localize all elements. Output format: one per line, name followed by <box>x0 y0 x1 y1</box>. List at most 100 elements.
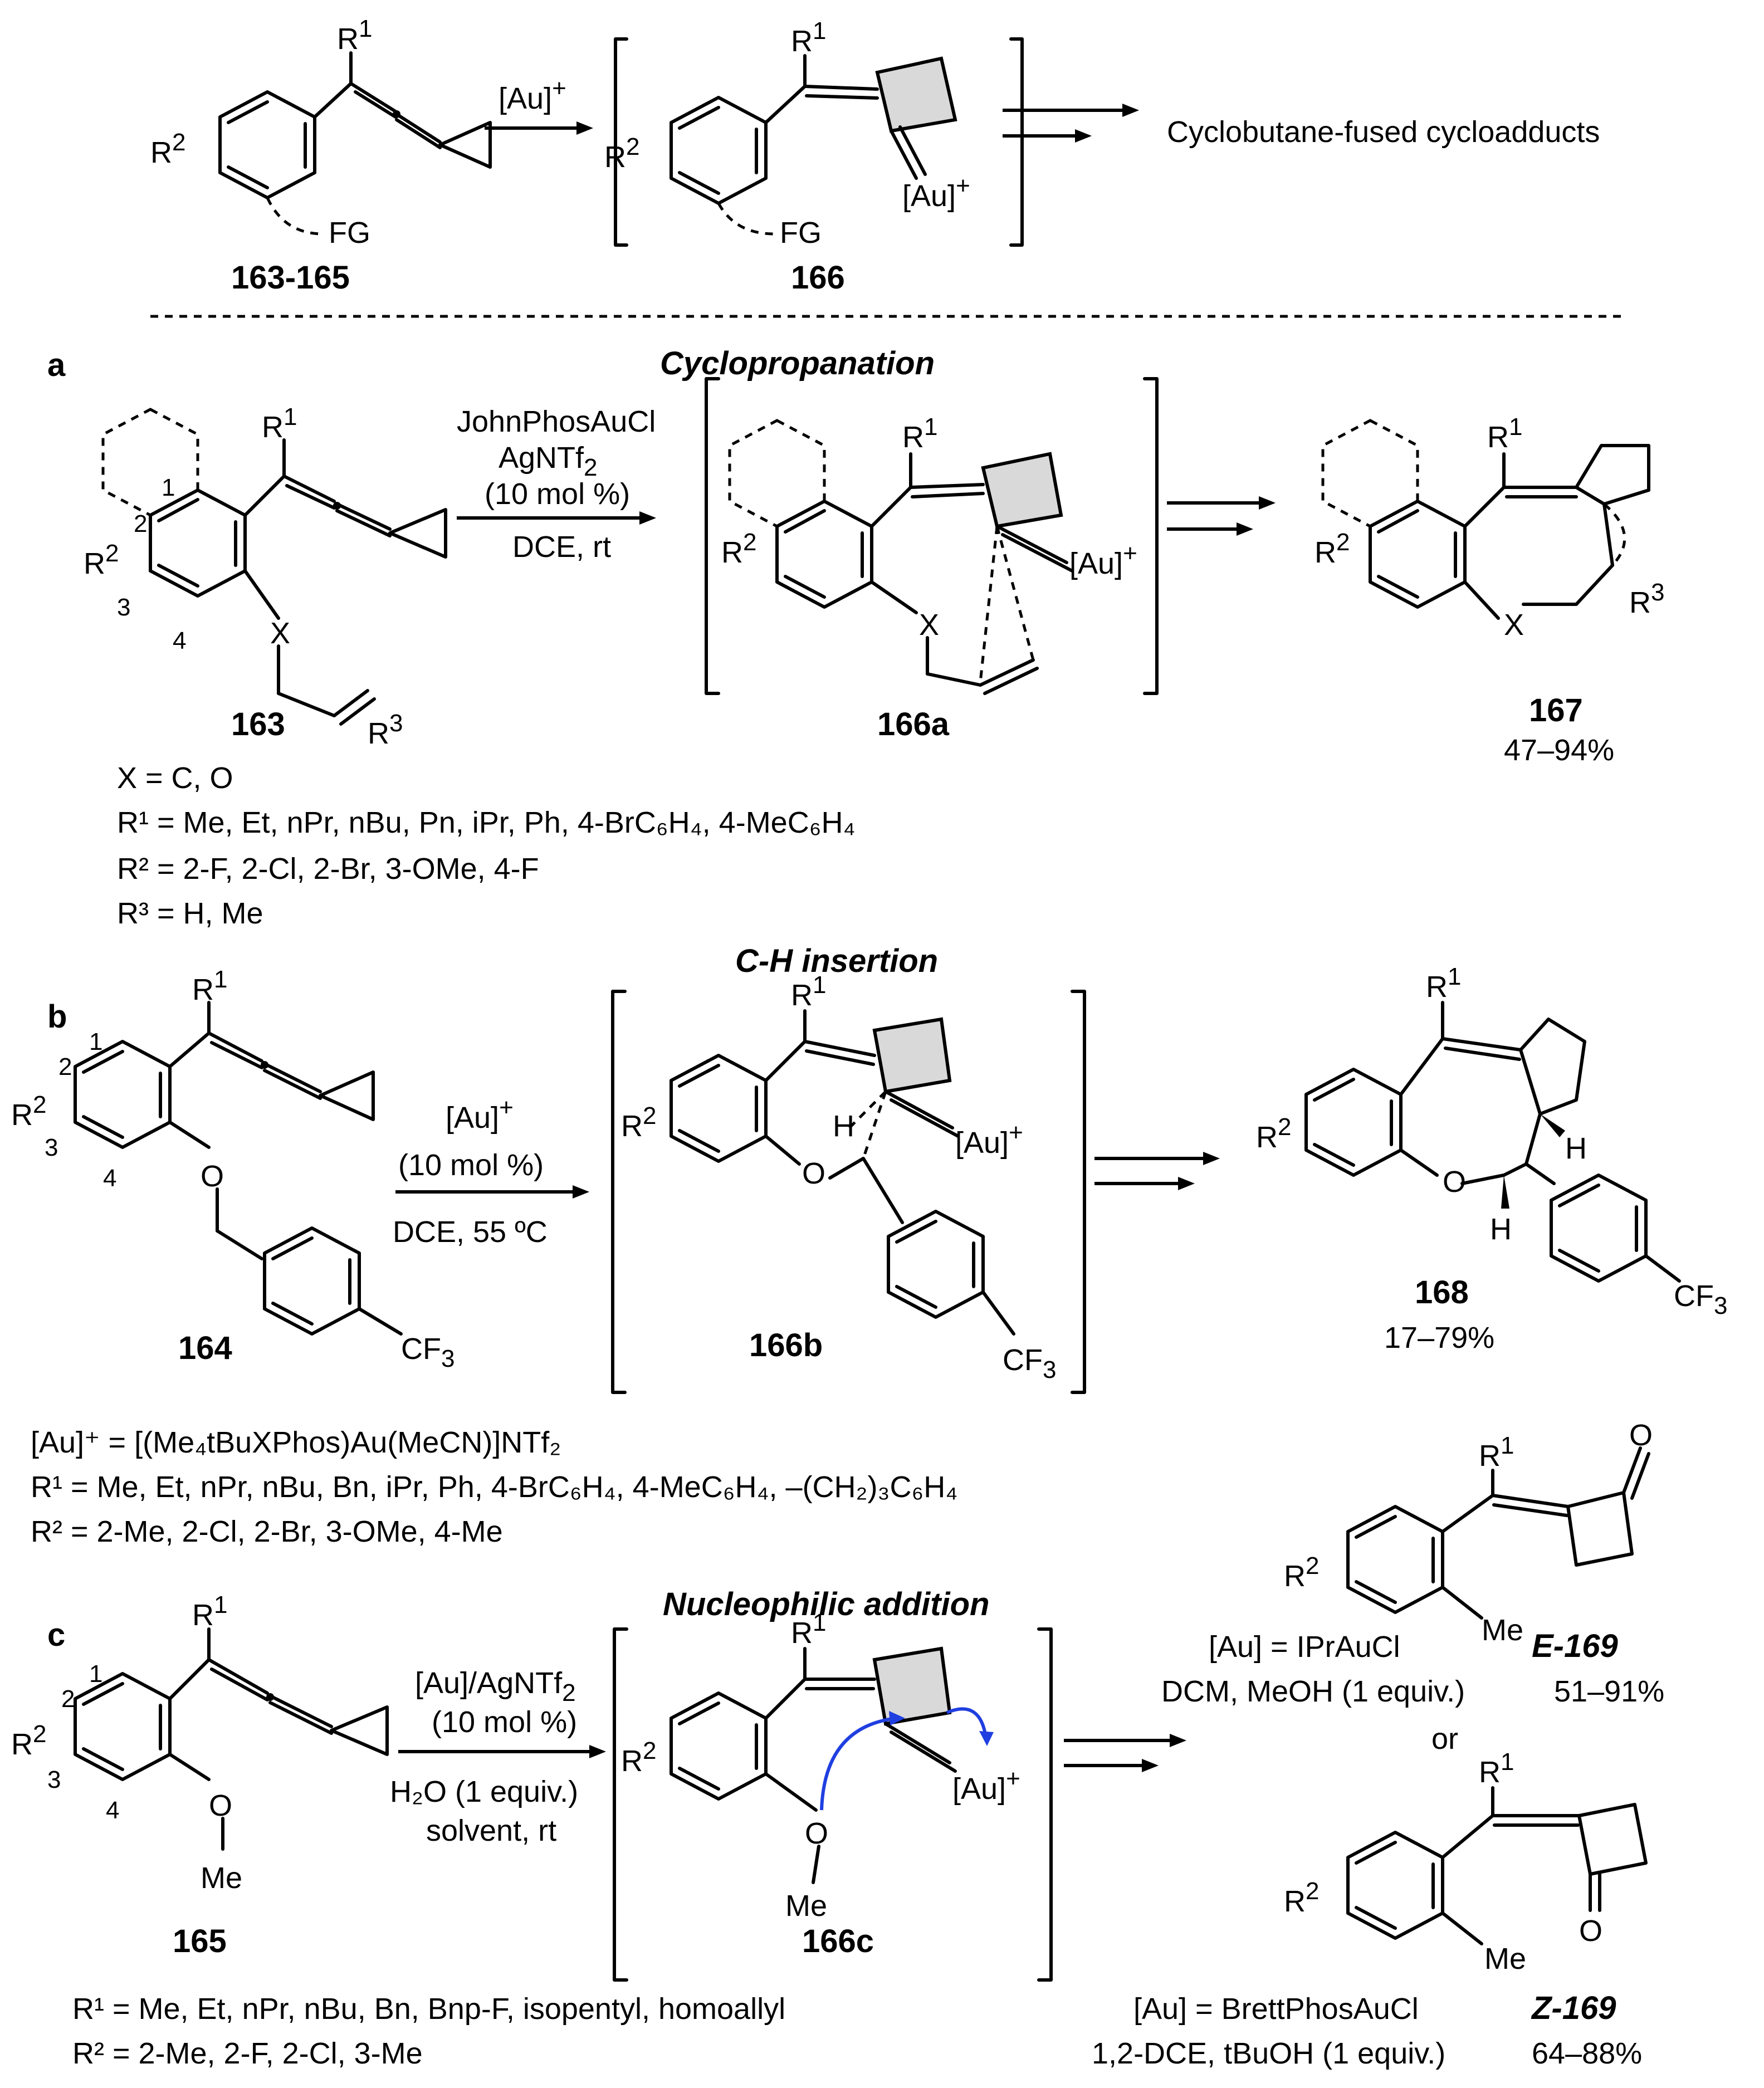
r1-scope-c: R¹ = Me, Et, nPr, nBu, Bn, Bnp-F, isopen… <box>72 1992 785 2026</box>
label-a: a <box>47 347 66 383</box>
me-label-e169: Me <box>1482 1613 1523 1647</box>
pos-1-c: 1 <box>89 1660 102 1688</box>
r1-label-166a: R1 <box>902 413 937 454</box>
cond-a-2: AgNTf2 <box>499 441 598 481</box>
r2-scope-a: R² = 2-F, 2-Cl, 2-Br, 3-OMe, 4-F <box>117 852 539 886</box>
pos-3-c: 3 <box>47 1766 61 1793</box>
e-cond-1: [Au] = IPrAuCl <box>1209 1630 1400 1664</box>
cond-b-2: (10 mol %) <box>398 1148 544 1182</box>
r1-label-e169: R1 <box>1479 1432 1514 1473</box>
r2-scope-b: R² = 2-Me, 2-Cl, 2-Br, 3-OMe, 4-Me <box>31 1515 503 1548</box>
top-scheme: FG R2 R1 163-165 [Au]+ FG R2 R1 [Au]+ 16… <box>150 15 1626 318</box>
yield-z169: 64–88% <box>1532 2037 1642 2070</box>
compound-164: 164 <box>178 1330 232 1366</box>
pos-2-c: 2 <box>61 1685 75 1713</box>
fg-label-166: FG <box>780 216 822 250</box>
yield-168: 17–79% <box>1384 1321 1494 1354</box>
r1-scope-a: R¹ = Me, Et, nPr, nBu, Pn, iPr, Ph, 4-Br… <box>117 806 856 839</box>
pos-3: 3 <box>117 594 130 621</box>
au-label-166c: [Au]+ <box>952 1765 1020 1806</box>
title-nucleophilic-addition: Nucleophilic addition <box>663 1586 989 1622</box>
au-label-166a: [Au]+ <box>1069 540 1137 580</box>
part-c: c Nucleophilic addition O Me R1 R2 2 1 3… <box>11 1419 1664 2070</box>
au-label-166b: [Au]+ <box>955 1119 1023 1160</box>
o-label-166c: O <box>805 1817 828 1850</box>
r1-label-168: R1 <box>1426 963 1461 1004</box>
r3-label-167: R3 <box>1629 579 1664 619</box>
me-label-166c: Me <box>785 1889 827 1923</box>
o-label-z169: O <box>1579 1914 1602 1948</box>
r1-label-166: R1 <box>791 17 826 58</box>
cond-c-1: [Au]/AgNTf2 <box>415 1666 576 1706</box>
r1-label-163: R1 <box>262 403 297 444</box>
o-label-166b: O <box>802 1157 825 1190</box>
r2-label-z169: R2 <box>1284 1877 1319 1918</box>
compound-166c: 166c <box>802 1923 874 1959</box>
pos-3-b: 3 <box>45 1134 58 1161</box>
label-c: c <box>47 1617 65 1653</box>
au-scope-b: [Au]⁺ = [(Me₄tBuXPhos)Au(MeCN)]NTf₂ <box>31 1426 561 1459</box>
r1-label-164: R1 <box>192 966 227 1006</box>
label-b: b <box>47 999 67 1035</box>
me-label-165: Me <box>201 1861 242 1895</box>
me-label-z169: Me <box>1484 1942 1526 1975</box>
x-label-166a: X <box>919 608 939 642</box>
cf3-label-164: CF3 <box>401 1332 455 1372</box>
r2-label: R2 <box>150 129 185 169</box>
x-scope: X = C, O <box>117 761 233 795</box>
z-cond-1: [Au] = BrettPhosAuCl <box>1133 1992 1419 2026</box>
r2-label-166: R2 <box>604 133 639 174</box>
cond-a-1: JohnPhosAuCl <box>457 405 656 438</box>
compound-165: 165 <box>173 1923 227 1959</box>
r2-label-165: R2 <box>11 1720 46 1761</box>
pos-1: 1 <box>162 474 175 501</box>
fg-label: FG <box>329 216 370 250</box>
r1-label-166c: R1 <box>791 1609 826 1650</box>
compound-163: 163 <box>231 706 285 742</box>
e-cond-2: DCM, MeOH (1 equiv.) <box>1161 1675 1465 1708</box>
au-label-166: [Au]+ <box>902 172 970 213</box>
r2-label-166b: R2 <box>621 1102 656 1143</box>
r1-label-z169: R1 <box>1479 1748 1514 1789</box>
pos-4-c: 4 <box>106 1797 119 1824</box>
r2-label-168: R2 <box>1256 1113 1291 1154</box>
r1-scope-b: R¹ = Me, Et, nPr, nBu, Bn, iPr, Ph, 4-Br… <box>31 1470 957 1504</box>
r2-scope-c: R² = 2-Me, 2-F, 2-Cl, 3-Me <box>72 2037 423 2070</box>
cond-a-4: DCE, rt <box>512 530 611 564</box>
pos-2: 2 <box>134 510 147 537</box>
part-b: b C-H insertion O CF3 R1 R2 2 1 3 4 164 … <box>11 943 1727 1548</box>
title-ch-insertion: C-H insertion <box>735 943 938 979</box>
cond-b-1: [Au]+ <box>446 1094 514 1135</box>
compound-166a: 166a <box>877 706 950 742</box>
yield-e169: 51–91% <box>1554 1675 1664 1708</box>
compound-163-165: 163-165 <box>231 260 350 296</box>
cond-a-3: (10 mol %) <box>485 477 630 511</box>
o-label-164: O <box>201 1160 224 1193</box>
r2-label-163: R2 <box>84 540 119 580</box>
or-text: or <box>1431 1722 1458 1756</box>
cond-c-3: H₂O (1 equiv.) <box>390 1775 578 1808</box>
part-a: a Cyclopropanation X R1 R2 R3 2 1 3 4 16… <box>47 345 1664 930</box>
r2-label-166a: R2 <box>721 529 756 569</box>
title-cyclopropanation: Cyclopropanation <box>660 345 935 382</box>
cf3-label-166b: CF3 <box>1003 1343 1056 1383</box>
r1-label: R1 <box>337 15 372 56</box>
pos-4-b: 4 <box>103 1165 116 1192</box>
r1-label-167: R1 <box>1487 413 1522 454</box>
x-label-167: X <box>1504 608 1524 642</box>
compound-z169: Z-169 <box>1531 1990 1616 2026</box>
yield-167: 47–94% <box>1504 734 1614 767</box>
cond-c-2: (10 mol %) <box>432 1705 577 1739</box>
au-reagent: [Au]+ <box>499 75 566 115</box>
cond-b-3: DCE, 55 ºC <box>393 1215 548 1249</box>
r2-label-167: R2 <box>1315 529 1350 569</box>
r2-label-164: R2 <box>11 1091 46 1132</box>
compound-166: 166 <box>791 260 845 296</box>
r1-label-165: R1 <box>192 1591 227 1632</box>
r1-label-166b: R1 <box>791 971 826 1012</box>
o-label-e169: O <box>1629 1419 1653 1452</box>
r3-scope-a: R³ = H, Me <box>117 897 263 930</box>
r2-label-166c: R2 <box>621 1737 656 1778</box>
pos-4: 4 <box>173 627 186 654</box>
